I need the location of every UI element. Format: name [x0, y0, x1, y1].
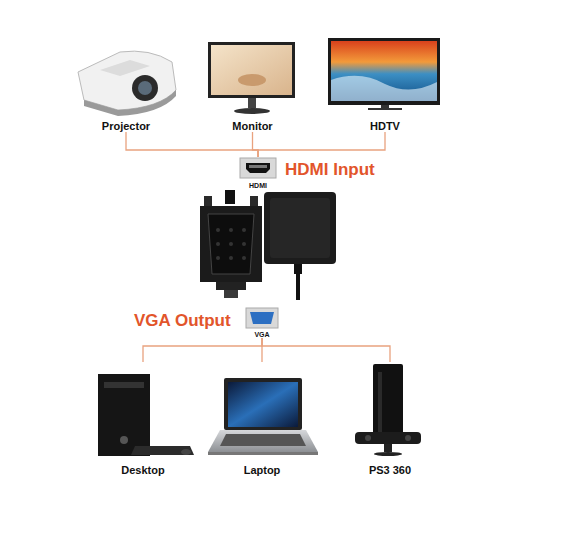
connector-line	[261, 338, 262, 362]
node-caption: Monitor	[205, 120, 300, 132]
device-node: Monitor	[205, 40, 300, 132]
desktop-drawing	[98, 374, 194, 456]
vga-port-icon	[246, 308, 278, 328]
connector-line	[126, 132, 258, 157]
device-node: HDTV	[326, 36, 444, 132]
laptop-drawing	[208, 378, 318, 455]
device-node: PS3 360	[340, 362, 440, 476]
device-node: Laptop	[203, 362, 321, 476]
projector-drawing	[78, 51, 176, 116]
node-caption: VGA	[242, 331, 282, 338]
node-caption: Laptop	[203, 464, 321, 476]
connector-line	[253, 132, 259, 157]
input-label: HDMI Input	[285, 160, 375, 180]
hdtv-drawing	[328, 38, 440, 110]
node-caption: HDMI	[236, 182, 280, 189]
connector-line	[143, 338, 262, 362]
device-node: Desktop	[88, 362, 198, 476]
connector-line	[258, 132, 385, 157]
output-label: VGA Output	[134, 311, 231, 331]
monitor-drawing	[208, 42, 295, 114]
adapter-drawing	[200, 190, 336, 300]
node-caption: Projector	[72, 120, 180, 132]
port-node: VGA	[242, 306, 282, 338]
node-caption: Desktop	[88, 464, 198, 476]
device-node: Projector	[72, 40, 180, 132]
console-drawing	[355, 364, 421, 456]
connector-line	[262, 338, 390, 362]
node-caption: HDTV	[326, 120, 444, 132]
node-caption: PS3 360	[340, 464, 440, 476]
hdmi-port-icon	[240, 158, 276, 178]
port-node: HDMI	[236, 157, 280, 189]
